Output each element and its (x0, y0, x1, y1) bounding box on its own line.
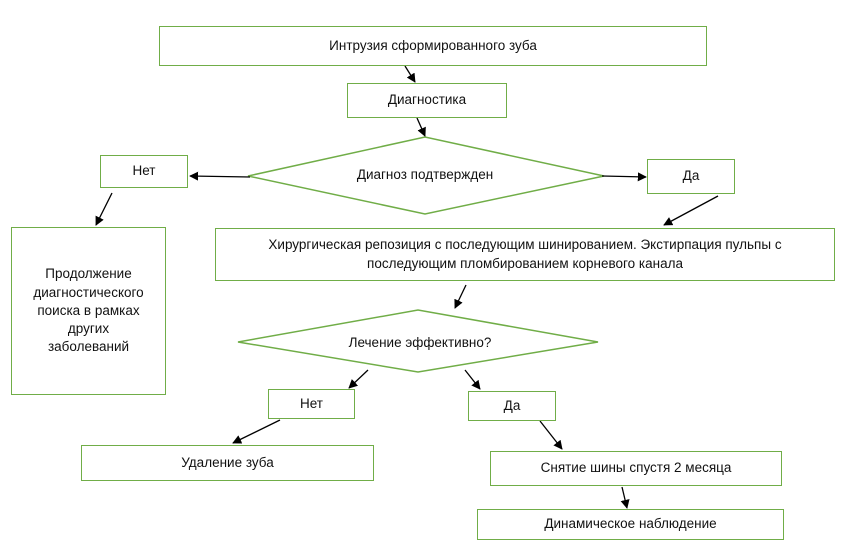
node-yes-2-label: Да (503, 397, 521, 413)
node-yes-1: Да (647, 159, 735, 194)
node-yes-2: Да (468, 391, 556, 421)
node-no-2-label: Нет (300, 395, 323, 411)
node-diagnostics: Диагностика (347, 83, 507, 118)
arrow-no-to-removal (232, 419, 281, 444)
node-intrusion: Интрузия сформированного зуба (159, 26, 707, 66)
node-tooth-removal: Удаление зуба (81, 445, 374, 481)
arrow-yes-to-splint (539, 420, 563, 450)
arrow-decision-to-no (189, 171, 251, 181)
node-no-1-label: Нет (132, 163, 156, 179)
arrow-splint-to-observation (620, 486, 630, 509)
node-dynamic-observation-label: Динамическое наблюдение (544, 516, 717, 532)
node-continue-search-label: Продолжение диагностического поиска в ра… (33, 266, 144, 355)
arrow-intrusion-to-diagnostics (404, 65, 416, 83)
node-surgery-line2: последующим пломбированием корневого кан… (367, 255, 683, 271)
node-no-2: Нет (268, 389, 355, 419)
node-surgery-line1: Хирургическая репозиция с последующим ши… (268, 237, 782, 253)
arrow-surgery-to-treatment (454, 284, 467, 309)
node-surgery: Хирургическая репозиция с последующим ши… (215, 228, 835, 281)
arrow-yes-to-surgery (663, 195, 719, 226)
arrow-diagnostics-to-decision (416, 117, 426, 137)
node-intrusion-label: Интрузия сформированного зуба (329, 37, 537, 53)
node-continue-search: Продолжение диагностического поиска в ра… (11, 227, 166, 395)
node-no-1: Нет (100, 155, 188, 188)
node-tooth-removal-label: Удаление зуба (181, 454, 274, 470)
node-diagnostics-label: Диагностика (387, 92, 467, 108)
decision-diamond-treatment (237, 309, 599, 373)
arrow-treatment-to-yes (464, 369, 481, 390)
node-splint-removal: Снятие шины спустя 2 месяца (490, 451, 782, 486)
decision-treatment-label: Лечение эффективно? (348, 334, 492, 350)
arrow-treatment-to-no (348, 369, 369, 389)
arrow-decision-to-yes (601, 172, 647, 182)
decision-diagnosis-label: Диагноз подтвержден (356, 166, 494, 182)
node-splint-removal-label: Снятие шины спустя 2 месяца (540, 460, 732, 476)
arrow-no-to-continue (95, 192, 113, 226)
node-dynamic-observation: Динамическое наблюдение (477, 509, 784, 540)
node-yes-1-label: Да (682, 168, 700, 184)
